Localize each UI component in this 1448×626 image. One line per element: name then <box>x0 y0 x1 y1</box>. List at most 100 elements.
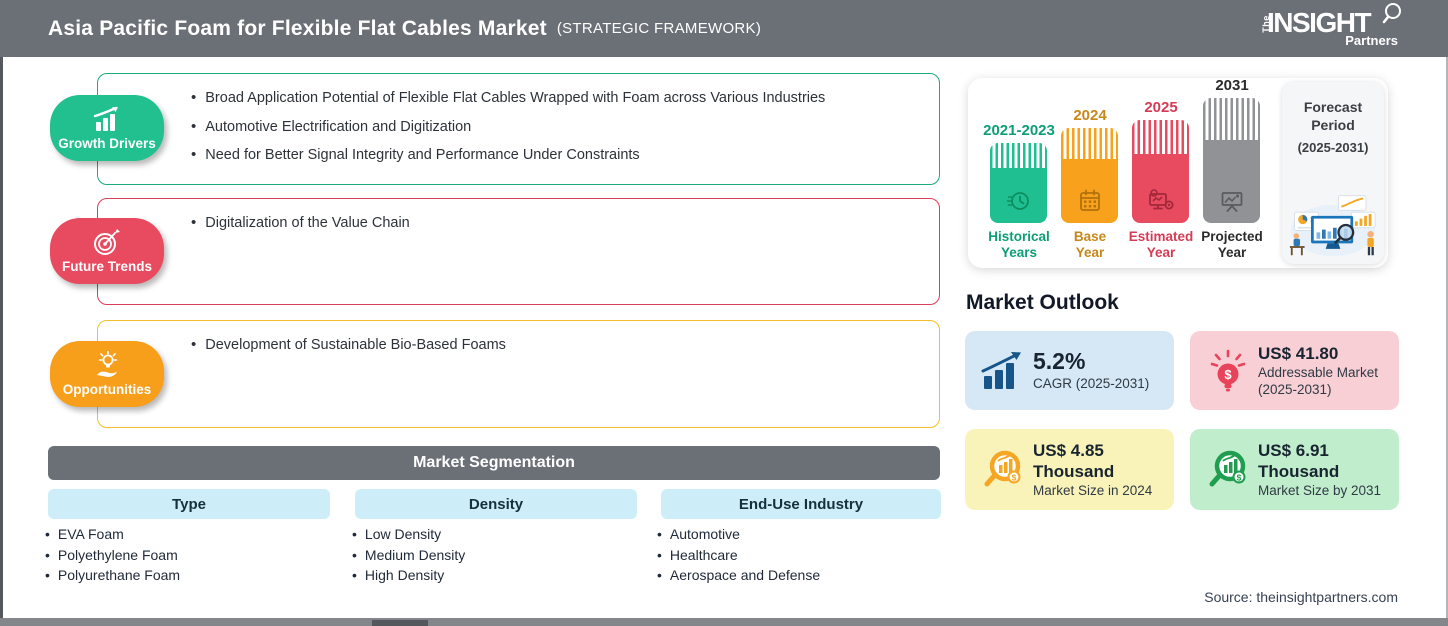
projected-year-bar <box>1203 98 1260 223</box>
header-bar: Asia Pacific Foam for Flexible Flat Cabl… <box>0 0 1448 57</box>
growth-driver-text: Broad Application Potential of Flexible … <box>205 90 826 106</box>
list-item: High Density <box>352 565 465 586</box>
opportunities-badge: Opportunities <box>50 341 164 407</box>
svg-text:$: $ <box>1237 472 1242 482</box>
projection-screen-icon <box>1221 192 1242 212</box>
list-item: Healthcare <box>657 545 820 566</box>
page-title: Asia Pacific Foam for Flexible Flat Cabl… <box>48 16 547 40</box>
logo-insight-text: INSIGHT <box>1267 7 1372 38</box>
addressable-caption: Addressable Market (2025-2031) <box>1258 364 1379 398</box>
target-icon <box>94 229 120 255</box>
timeline-year-label: 2031 <box>1215 77 1249 94</box>
segment-header-text: Density <box>468 495 524 513</box>
addressable-value: US$ 41.80 <box>1258 343 1339 363</box>
market-segmentation-title: Market Segmentation <box>413 454 575 471</box>
opportunity-text: Development of Sustainable Bio-Based Foa… <box>205 337 506 353</box>
estimate-monitor-icon <box>1148 189 1173 210</box>
estimated-year-bar <box>1132 120 1189 223</box>
segment-list-enduse: Automotive Healthcare Aerospace and Defe… <box>657 524 820 586</box>
forecast-period-title: Forecast Period <box>1303 99 1363 133</box>
cagr-card: 5.2% CAGR (2025-2031) <box>965 331 1174 410</box>
segment-header-type: Type <box>48 489 330 519</box>
analytics-illustration <box>1289 195 1376 257</box>
future-trends-badge: Future Trends <box>50 218 164 284</box>
segment-header-text: Type <box>172 495 206 513</box>
historical-years-bar <box>990 143 1047 223</box>
growth-driver-text: Automotive Electrification and Digitizat… <box>205 118 472 135</box>
list-item-text: Automotive <box>669 526 740 542</box>
timeline-year-label: 2024 <box>1073 107 1107 124</box>
insight-partners-logo: The INSIGHT Partners <box>1258 3 1401 51</box>
segment-header-density: Density <box>355 489 637 519</box>
segment-list-density: Low Density Medium Density High Density <box>352 524 465 586</box>
list-item: EVA Foam <box>45 524 180 545</box>
market-size-2031-card: $ US$ 6.91 Thousand Market Size by 2031 <box>1190 429 1399 510</box>
growth-driver-text: Need for Better Signal Integrity and Per… <box>205 147 640 163</box>
list-item: Polyurethane Foam <box>45 565 180 586</box>
size-2024-caption: Market Size in 2024 <box>1033 482 1153 498</box>
size-2031-caption: Market Size by 2031 <box>1258 482 1382 498</box>
list-item-text: Healthcare <box>669 546 738 563</box>
bottom-strip <box>0 618 1448 626</box>
growth-drivers-label: Growth Drivers <box>58 136 156 151</box>
growth-driver-item: Broad Application Potential of Flexible … <box>191 84 923 113</box>
timeline-year-label: 2025 <box>1144 99 1178 116</box>
source-attribution: Source: theinsightpartners.com <box>1204 589 1398 605</box>
opportunity-item: Development of Sustainable Bio-Based Foa… <box>191 331 923 360</box>
svg-text:$: $ <box>1012 472 1017 482</box>
right-border <box>1446 57 1448 618</box>
list-item: Automotive <box>657 524 820 545</box>
growth-driver-item: Automotive Electrification and Digitizat… <box>191 113 923 142</box>
magnifier-icon <box>1382 3 1401 24</box>
magnifier-chart-green-icon: $ <box>1202 446 1254 494</box>
magnifier-chart-orange-icon: $ <box>977 446 1029 494</box>
size-2024-value-line1: US$ 4.85 <box>1033 440 1104 460</box>
size-2024-value-line2: Thousand <box>1033 461 1115 481</box>
list-item: Aerospace and Defense <box>657 565 820 586</box>
base-year-bar <box>1061 128 1118 223</box>
future-trend-item: Digitalization of the Value Chain <box>191 209 923 238</box>
segment-list-type: EVA Foam Polyethylene Foam Polyurethane … <box>45 524 180 586</box>
svg-text:$: $ <box>1224 367 1232 382</box>
page-subtitle: (STRATEGIC FRAMEWORK) <box>556 20 762 37</box>
growth-drivers-badge: Growth Drivers <box>50 95 164 161</box>
cagr-value: 5.2% <box>1033 348 1086 375</box>
timeline-year-label: 2021-2023 <box>983 122 1055 139</box>
left-border <box>0 57 3 618</box>
forecast-period-range: (2025-2031) <box>1297 140 1369 155</box>
bottom-strip-tab <box>372 620 428 626</box>
list-item: Polyethylene Foam <box>45 545 180 566</box>
size-2031-value-line1: US$ 6.91 <box>1258 440 1329 460</box>
future-trend-text: Digitalization of the Value Chain <box>205 215 410 231</box>
opportunities-box: Development of Sustainable Bio-Based Foa… <box>97 320 940 428</box>
growth-drivers-box: Broad Application Potential of Flexible … <box>97 73 940 185</box>
logo-partners-text: Partners <box>1345 33 1398 48</box>
market-segmentation-bar: Market Segmentation <box>48 446 940 480</box>
timeline-card: 2021-2023 2024 2025 2031 <box>968 77 1388 268</box>
bulb-dollar-icon: $ <box>1202 348 1254 394</box>
list-item-text: Aerospace and Defense <box>669 567 821 583</box>
list-item-text: Medium Density <box>364 546 466 563</box>
list-item-text: Low Density <box>364 526 442 542</box>
growth-chart-icon <box>93 106 118 131</box>
segment-header-enduse: End-Use Industry <box>661 489 941 519</box>
future-trends-box: Digitalization of the Value Chain <box>97 198 940 305</box>
list-item-text: Polyurethane Foam <box>57 567 181 583</box>
list-item-text: EVA Foam <box>57 526 124 542</box>
growth-driver-item: Need for Better Signal Integrity and Per… <box>191 141 923 170</box>
history-clock-icon <box>1006 192 1029 210</box>
segment-header-text: End-Use Industry <box>738 495 864 513</box>
forecast-period-panel: Forecast Period (2025-2031) <box>1282 82 1384 264</box>
list-item: Low Density <box>352 524 465 545</box>
list-item: Medium Density <box>352 545 465 566</box>
future-trends-label: Future Trends <box>61 259 152 274</box>
cagr-chart-icon <box>977 350 1029 392</box>
list-item-text: High Density <box>364 567 445 583</box>
calendar-icon <box>1079 189 1100 211</box>
size-2031-value-line2: Thousand <box>1258 461 1340 481</box>
